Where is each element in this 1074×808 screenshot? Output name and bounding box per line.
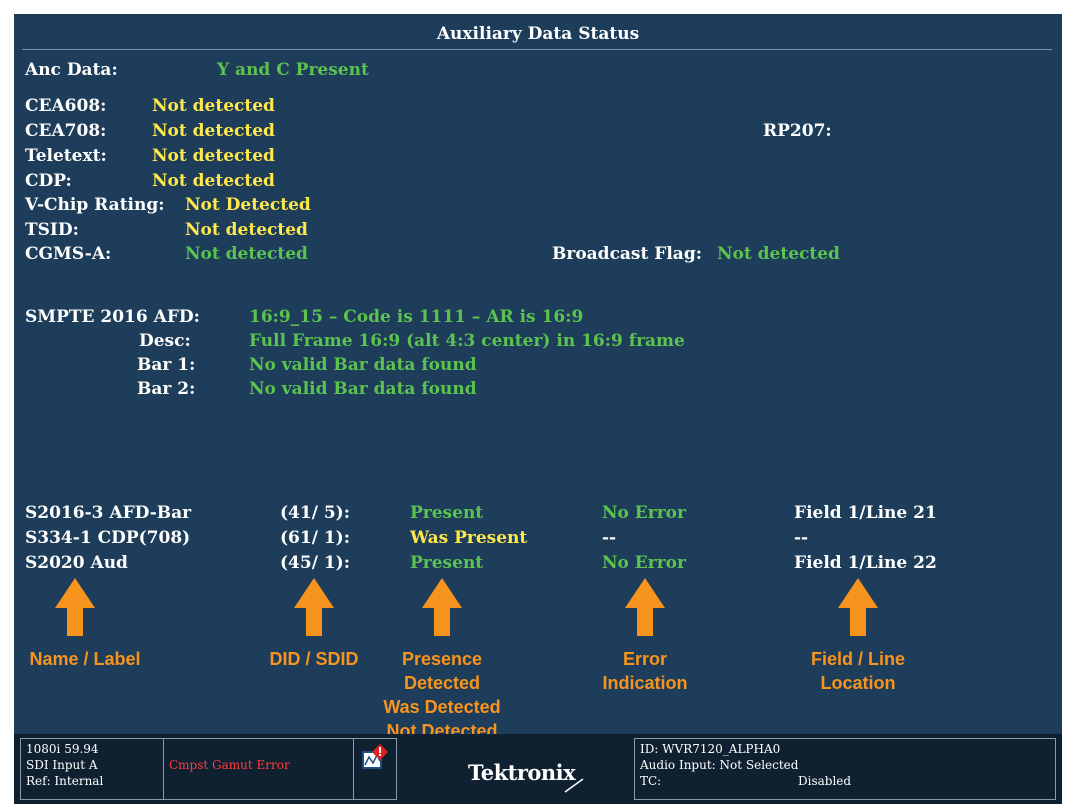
annotation-error-indication: Error Indication <box>580 647 710 695</box>
annotation-error-line: Indication <box>602 673 688 693</box>
device-id: ID: WVR7120_ALPHA0 <box>640 742 781 756</box>
cdp-label: CDP: <box>25 171 72 191</box>
timecode-row: TC: Disabled <box>640 773 1050 789</box>
teletext-label: Teletext: <box>25 146 107 166</box>
table-row-location: Field 1/Line 22 <box>794 553 937 573</box>
vchip-rating-value: Not Detected <box>185 195 311 215</box>
title-divider <box>22 49 1052 50</box>
annotation-did-sdid: DID / SDID <box>269 649 359 669</box>
table-row-error: -- <box>602 528 617 548</box>
table-row-presence: Was Present <box>410 528 528 548</box>
broadcast-flag-value: Not detected <box>717 244 840 264</box>
tsid-label: TSID: <box>25 220 79 240</box>
vchip-rating-label: V-Chip Rating: <box>25 195 165 215</box>
bar2-label: Bar 2: <box>137 379 196 399</box>
device-info-box[interactable]: ID: WVR7120_ALPHA0 Audio Input: Not Sele… <box>634 738 1056 800</box>
annotation-presence-line: Presence <box>401 649 483 669</box>
broadcast-flag-label: Broadcast Flag: <box>552 244 702 264</box>
up-arrow-icon <box>625 578 665 636</box>
up-arrow-icon <box>294 578 334 636</box>
rp207-label: RP207: <box>763 121 832 141</box>
annotation-error-line: Error <box>622 649 667 669</box>
timecode-label: TC: <box>640 774 662 788</box>
table-row-did: (41/ 5): <box>280 503 350 523</box>
annotation-name-label: Name / Label <box>29 649 141 669</box>
up-arrow-icon <box>838 578 878 636</box>
afd-desc-value: Full Frame 16:9 (alt 4:3 center) in 16:9… <box>249 331 685 351</box>
video-format-box[interactable]: 1080i 59.94 SDI Input A Ref: Internal <box>20 738 164 800</box>
annotation-presence-line: Detected <box>403 673 481 693</box>
cgms-a-label: CGMS-A: <box>25 244 112 264</box>
annotation-field-line: Location <box>820 673 896 693</box>
table-row-did: (45/ 1): <box>280 553 350 573</box>
anc-data-label: Anc Data: <box>25 60 118 80</box>
afd-value: 16:9_15 – Code is 1111 – AR is 16:9 <box>249 307 584 327</box>
bar1-label: Bar 1: <box>137 355 196 375</box>
annotation-presence-line: Was Detected <box>383 697 501 717</box>
timecode-value: Disabled <box>798 774 852 788</box>
status-bar: 1080i 59.94 SDI Input A Ref: Internal Cm… <box>14 734 1062 804</box>
table-row-location: -- <box>794 528 809 548</box>
tsid-value: Not detected <box>185 220 308 240</box>
error-status-box[interactable]: Cmpst Gamut Error <box>163 738 354 800</box>
table-row-presence: Present <box>410 503 484 523</box>
table-row-name: S334-1 CDP(708) <box>25 528 191 548</box>
video-format: 1080i 59.94 <box>26 742 99 756</box>
error-warning-icon <box>362 744 388 769</box>
auxiliary-data-status-screen: Auxiliary Data Status Anc Data: Y and C … <box>14 14 1062 804</box>
reference: Ref: Internal <box>26 774 104 788</box>
audio-input: Audio Input: Not Selected <box>640 758 799 772</box>
up-arrow-icon <box>55 578 95 636</box>
up-arrow-icon <box>422 578 462 636</box>
cea608-value: Not detected <box>152 96 275 116</box>
afd-label: SMPTE 2016 AFD: <box>25 307 200 327</box>
sdi-input: SDI Input A <box>26 758 98 772</box>
annotation-field-line: Field / Line <box>810 649 905 669</box>
page-title: Auxiliary Data Status <box>436 24 640 44</box>
tektronix-logo-slash <box>564 778 584 793</box>
tektronix-logo: Tektronix <box>468 760 576 785</box>
annotation-field-line-location: Field / Line Location <box>788 647 928 695</box>
table-row-name: S2016-3 AFD-Bar <box>25 503 192 523</box>
anc-data-value: Y and C Present <box>217 60 369 80</box>
table-row-name: S2020 Aud <box>25 553 128 573</box>
table-row-did: (61/ 1): <box>280 528 350 548</box>
cdp-value: Not detected <box>152 171 275 191</box>
cgms-a-value: Not detected <box>185 244 308 264</box>
table-row-error: No Error <box>602 553 686 573</box>
annotation-presence: Presence Detected Was Detected Not Detec… <box>370 647 514 743</box>
cea708-value: Not detected <box>152 121 275 141</box>
table-row-error: No Error <box>602 503 686 523</box>
teletext-value: Not detected <box>152 146 275 166</box>
table-row-presence: Present <box>410 553 484 573</box>
table-row-location: Field 1/Line 21 <box>794 503 937 523</box>
bar1-value: No valid Bar data found <box>249 355 477 375</box>
cea608-label: CEA608: <box>25 96 107 116</box>
afd-desc-label: Desc: <box>139 331 191 351</box>
alarm-box[interactable] <box>353 738 397 800</box>
gamut-error-text: Cmpst Gamut Error <box>169 758 290 772</box>
bar2-value: No valid Bar data found <box>249 379 477 399</box>
cea708-label: CEA708: <box>25 121 107 141</box>
